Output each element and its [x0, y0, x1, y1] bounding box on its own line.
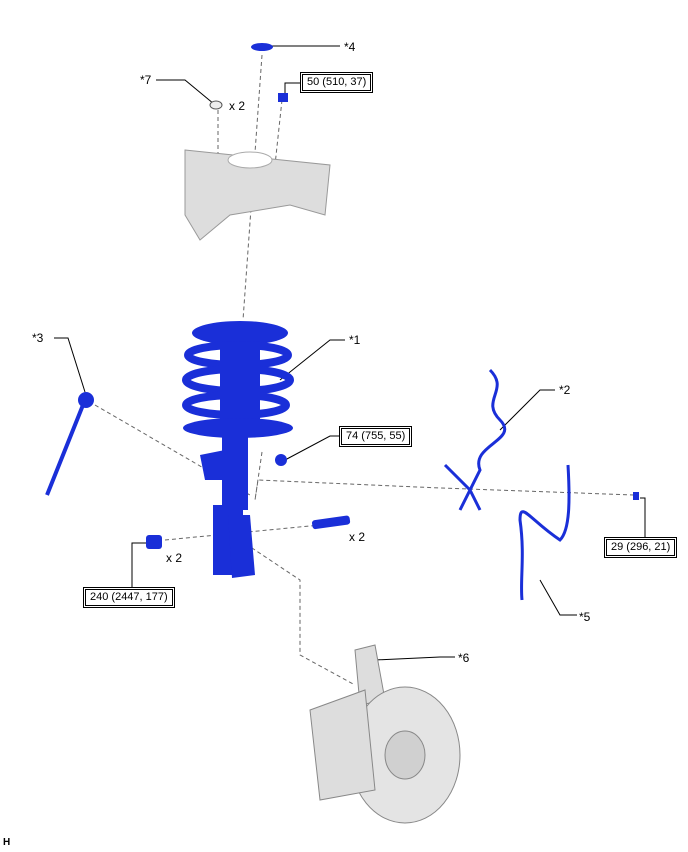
knuckle-bolt-part — [312, 515, 351, 530]
torque-top-nut: 50 (510, 37) — [300, 72, 374, 93]
torque-stabilizer-nut: 74 (755, 55) — [339, 426, 413, 447]
torque-knuckle-nut: 240 (2447, 177) — [83, 587, 175, 608]
callout-7: *7 — [140, 73, 152, 87]
knuckle-nut-part — [146, 535, 162, 549]
body-mount — [184, 149, 331, 241]
stabilizer-link — [45, 392, 94, 496]
assembly-lines — [94, 54, 636, 686]
callout-3: *3 — [32, 331, 44, 345]
callout-6: *6 — [458, 651, 470, 665]
quantity-knuckle-nut: x 2 — [166, 551, 183, 565]
quantity-washer: x 2 — [229, 99, 246, 113]
leader-lines — [54, 45, 646, 661]
cap-part — [251, 43, 273, 51]
corner-mark: H — [3, 837, 11, 848]
callout-4: *4 — [344, 40, 356, 54]
brake-hose — [518, 464, 571, 601]
strut-assembly — [182, 321, 294, 578]
stabilizer-nut-part — [275, 454, 287, 466]
callout-5: *5 — [579, 610, 591, 624]
quantity-knuckle-bolt: x 2 — [349, 530, 366, 544]
callout-1: *1 — [349, 333, 361, 347]
top-nut-part — [278, 93, 288, 102]
knuckle-and-disc — [309, 644, 461, 824]
hose-bolt-part — [633, 492, 639, 500]
callout-2: *2 — [559, 383, 571, 397]
torque-hose-bolt: 29 (296, 21) — [604, 537, 678, 558]
speed-sensor-wire — [443, 368, 507, 511]
washer-part — [209, 100, 223, 110]
